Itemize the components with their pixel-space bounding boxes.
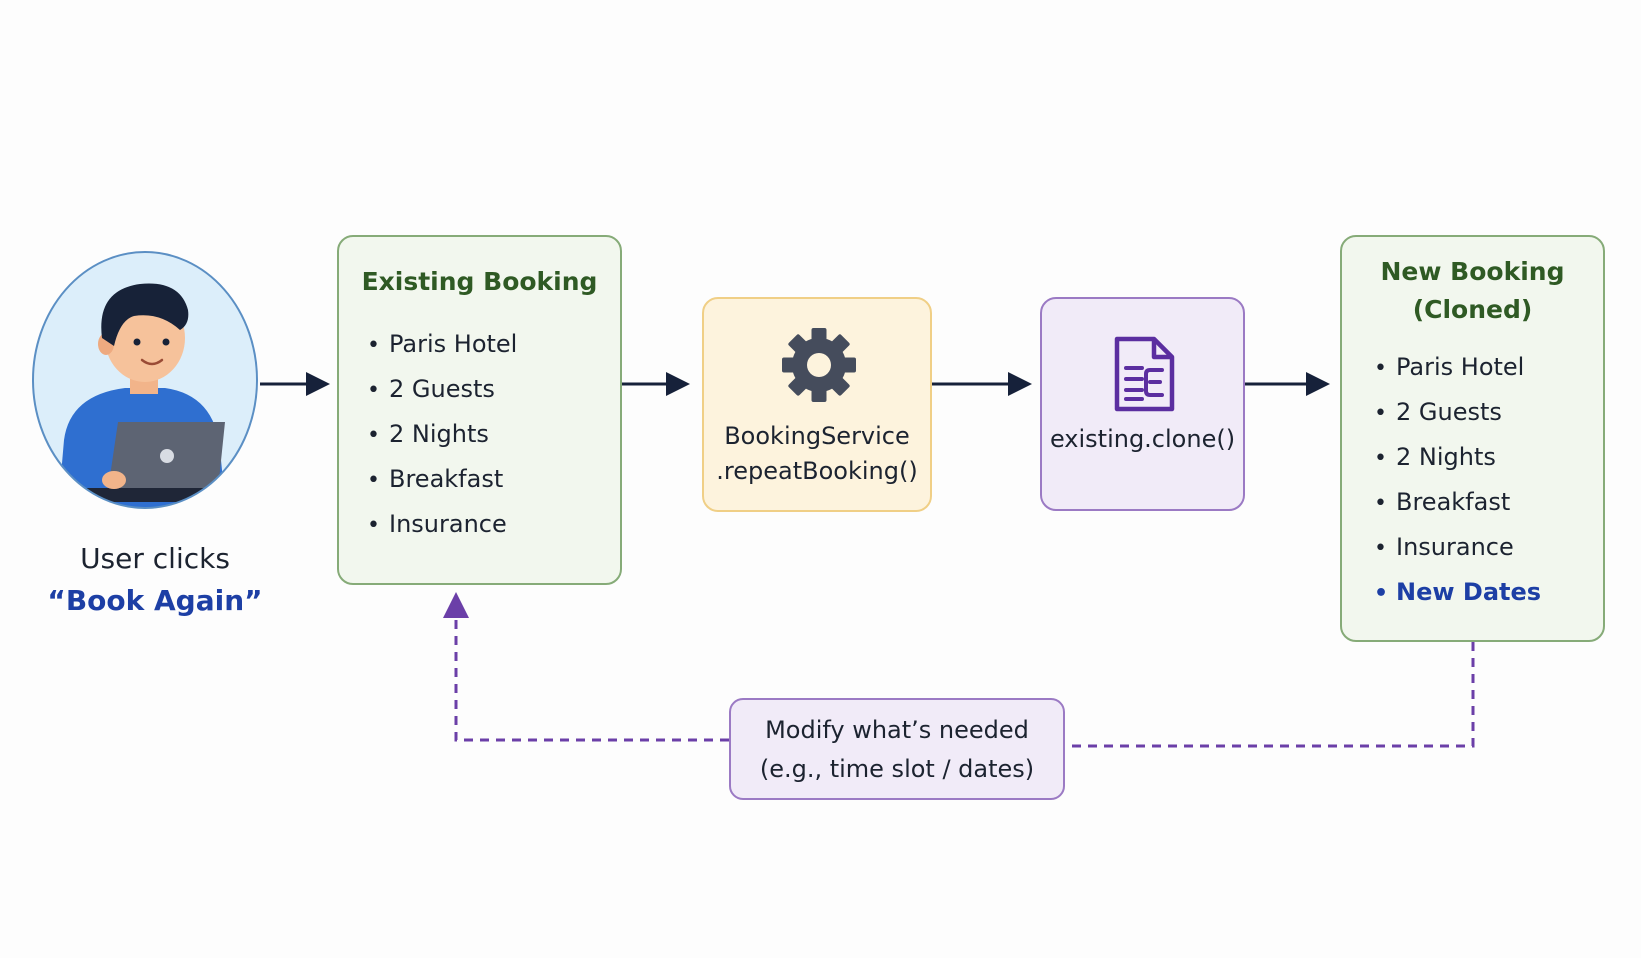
list-item: •Paris Hotel — [367, 322, 517, 367]
list-item: •2 Nights — [1374, 435, 1541, 480]
modify-note-line1: Modify what’s needed — [765, 716, 1029, 744]
new-booking-list: •Paris Hotel •2 Guests •2 Nights •Breakf… — [1374, 345, 1541, 615]
list-item: •2 Guests — [1374, 390, 1541, 435]
repeat-booking-label: .repeatBooking() — [716, 457, 918, 485]
modify-note: Modify what’s needed (e.g., time slot / … — [729, 698, 1065, 800]
modify-note-line2: (e.g., time slot / dates) — [759, 755, 1035, 783]
bullet-icon: • — [367, 513, 380, 538]
user-laptop-icon — [32, 251, 258, 509]
list-item: •Insurance — [367, 502, 517, 547]
user-caption: User clicks “Book Again” — [30, 538, 280, 622]
bullet-icon: • — [367, 378, 380, 403]
list-item-highlight: •New Dates — [1374, 570, 1541, 615]
list-item: •2 Guests — [367, 367, 517, 412]
list-item: •Paris Hotel — [1374, 345, 1541, 390]
bullet-icon: • — [1374, 356, 1387, 381]
user-caption-line1: User clicks — [80, 542, 230, 575]
booking-service-card: BookingService .repeatBooking() — [702, 297, 932, 512]
gear-icon — [782, 328, 856, 402]
list-item: •2 Nights — [367, 412, 517, 457]
booking-service-label: BookingService — [724, 422, 910, 450]
bullet-icon: • — [367, 423, 380, 448]
list-item: •Breakfast — [367, 457, 517, 502]
existing-booking-title: Existing Booking — [361, 267, 598, 296]
bullet-icon: • — [1374, 401, 1387, 426]
new-booking-title-line1: New Booking — [1380, 257, 1565, 286]
clone-label: existing.clone() — [1049, 425, 1236, 453]
list-item: •Breakfast — [1374, 480, 1541, 525]
arrow-service-to-clone — [932, 372, 1032, 396]
user-caption-line2: “Book Again” — [47, 584, 263, 617]
new-booking-card: New Booking (Cloned) •Paris Hotel •2 Gue… — [1340, 235, 1605, 642]
bullet-icon: • — [1374, 491, 1387, 516]
arrow-clone-to-new — [1245, 372, 1330, 396]
document-icon — [1114, 336, 1175, 412]
arrow-user-to-existing — [260, 372, 330, 396]
bullet-icon: • — [1374, 581, 1389, 606]
new-booking-title-line2: (Cloned) — [1412, 295, 1533, 324]
list-item: •Insurance — [1374, 525, 1541, 570]
existing-booking-card: Existing Booking •Paris Hotel •2 Guests … — [337, 235, 622, 585]
arrow-existing-to-service — [622, 372, 690, 396]
bullet-icon: • — [367, 333, 380, 358]
clone-card: existing.clone() — [1040, 297, 1245, 511]
bullet-icon: • — [1374, 446, 1387, 471]
existing-booking-list: •Paris Hotel •2 Guests •2 Nights •Breakf… — [367, 322, 517, 547]
bullet-icon: • — [1374, 536, 1387, 561]
bullet-icon: • — [367, 468, 380, 493]
user-avatar — [30, 250, 260, 510]
